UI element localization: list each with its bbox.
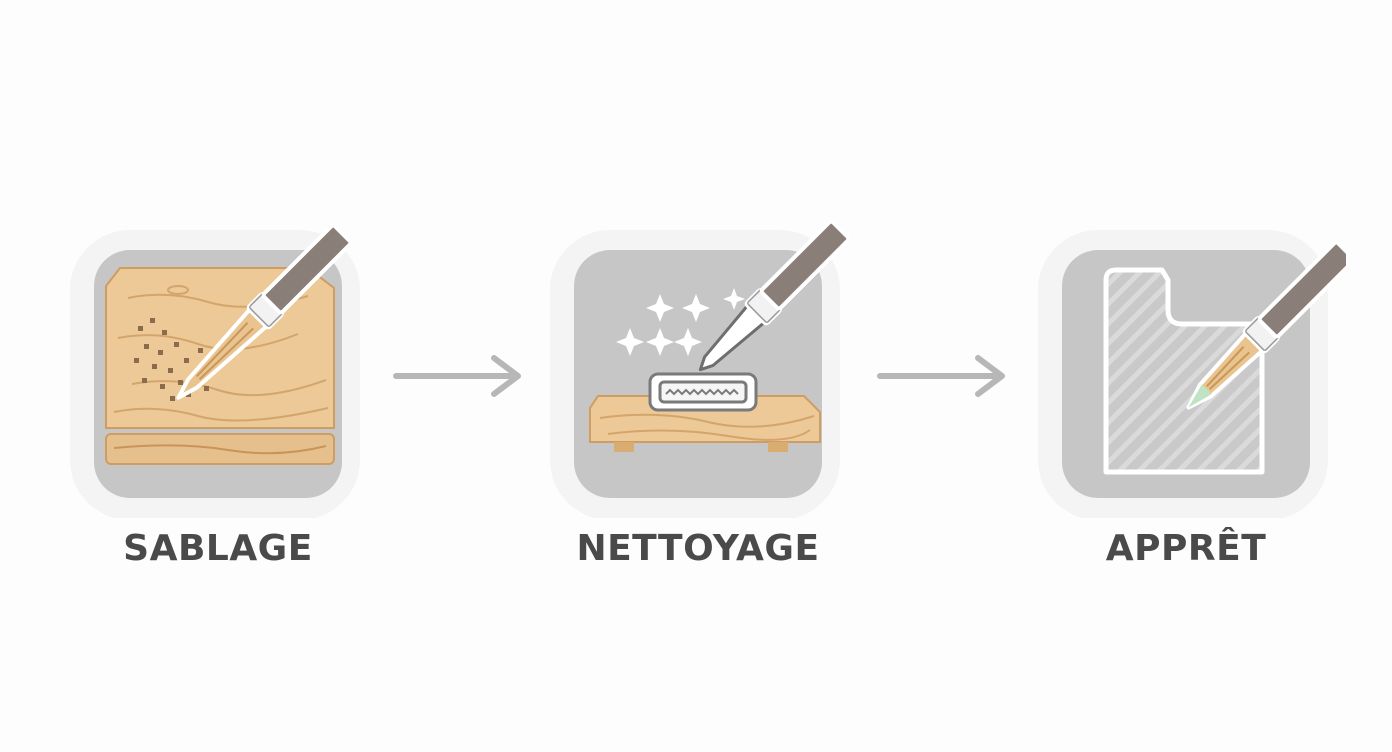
step-label: APPRÊT bbox=[1105, 528, 1267, 569]
step-label: NETTOYAGE bbox=[576, 528, 820, 569]
sanding-board-brush-icon bbox=[70, 223, 360, 518]
cleaning-board-sparkle-icon bbox=[550, 219, 851, 518]
step-primer: APPRÊT bbox=[1026, 198, 1346, 618]
step-label: SABLAGE bbox=[123, 528, 313, 569]
arrow-right-icon bbox=[877, 355, 1005, 397]
step-cleaning: NETTOYAGE bbox=[538, 198, 858, 618]
primer-brush-icon bbox=[1038, 230, 1346, 518]
arrow-right-icon bbox=[393, 355, 521, 397]
step-sanding: SABLAGE bbox=[58, 198, 378, 618]
